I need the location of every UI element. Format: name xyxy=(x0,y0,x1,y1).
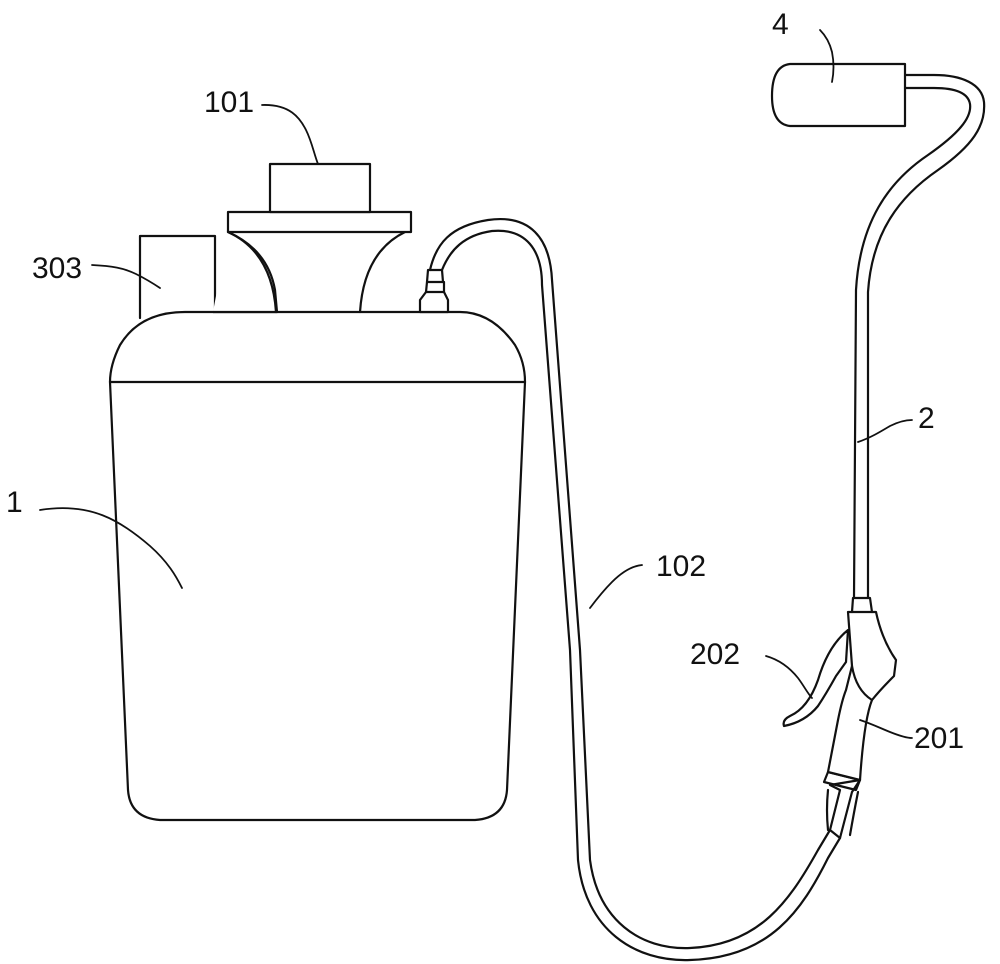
spray-gun xyxy=(822,596,898,840)
trigger xyxy=(782,628,850,728)
label-hose: 102 xyxy=(656,550,706,583)
label-trigger: 202 xyxy=(690,638,740,671)
hose-fitting xyxy=(418,268,450,314)
reference-labels: 1 101 303 102 2 202 201 4 xyxy=(6,8,964,755)
label-tank: 1 xyxy=(6,486,23,519)
tank-cap xyxy=(226,162,413,234)
label-cap: 101 xyxy=(204,86,254,119)
label-side-box: 303 xyxy=(32,252,82,285)
hose xyxy=(428,218,842,962)
nozzle-head xyxy=(770,62,907,128)
label-wand: 2 xyxy=(918,402,935,435)
wand xyxy=(852,73,986,600)
tank-neck xyxy=(213,230,407,314)
label-nozzle: 4 xyxy=(772,8,789,41)
label-handle: 201 xyxy=(914,722,964,755)
leader-lines xyxy=(39,29,913,739)
side-box xyxy=(138,234,217,320)
tank-body xyxy=(108,310,527,822)
